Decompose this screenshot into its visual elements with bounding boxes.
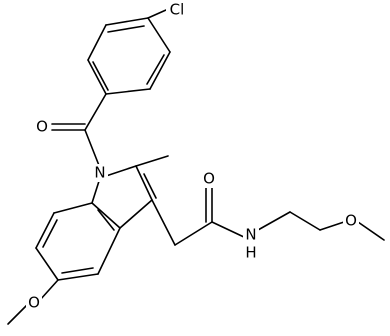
atom-n-amide: N xyxy=(243,226,259,244)
ring-methoxy-bond-a xyxy=(39,279,59,301)
atom-cl: Cl xyxy=(166,1,188,19)
atom-o-ether-chain: O xyxy=(343,212,359,230)
methyl-bond xyxy=(135,155,169,167)
svg-text:O: O xyxy=(28,294,40,312)
c-cl-bond xyxy=(147,9,167,19)
ch2-o-bond xyxy=(319,221,345,231)
atom-o-ether-ring: O xyxy=(26,294,42,312)
svg-text:O: O xyxy=(345,212,357,230)
ch2-bond xyxy=(151,199,176,246)
benzo-ring xyxy=(35,202,121,281)
svg-text:O: O xyxy=(203,170,215,188)
ring-methoxy-bond-b xyxy=(7,303,29,325)
svg-text:H: H xyxy=(245,244,256,262)
ch2-ch2-bond xyxy=(289,211,321,231)
ring-carbonyl-bond xyxy=(84,93,107,131)
svg-text:N: N xyxy=(245,226,256,244)
nh-ch2-bond xyxy=(257,211,291,231)
atom-o-amide: O xyxy=(201,170,217,188)
atom-n-indole: N xyxy=(92,164,108,182)
o-methyl-bond xyxy=(357,221,385,241)
carbonyl-nh-bond xyxy=(211,221,247,239)
ch2-carbonyl-bond xyxy=(174,221,213,246)
carbonyl-n-bond xyxy=(84,129,101,169)
svg-text:N: N xyxy=(94,164,105,182)
svg-text:O: O xyxy=(36,118,48,136)
atom-o-ketone: O xyxy=(34,118,50,136)
svg-text:Cl: Cl xyxy=(170,1,185,19)
chlorophenyl-ring xyxy=(87,17,171,95)
atom-h-amide: H xyxy=(243,244,259,262)
